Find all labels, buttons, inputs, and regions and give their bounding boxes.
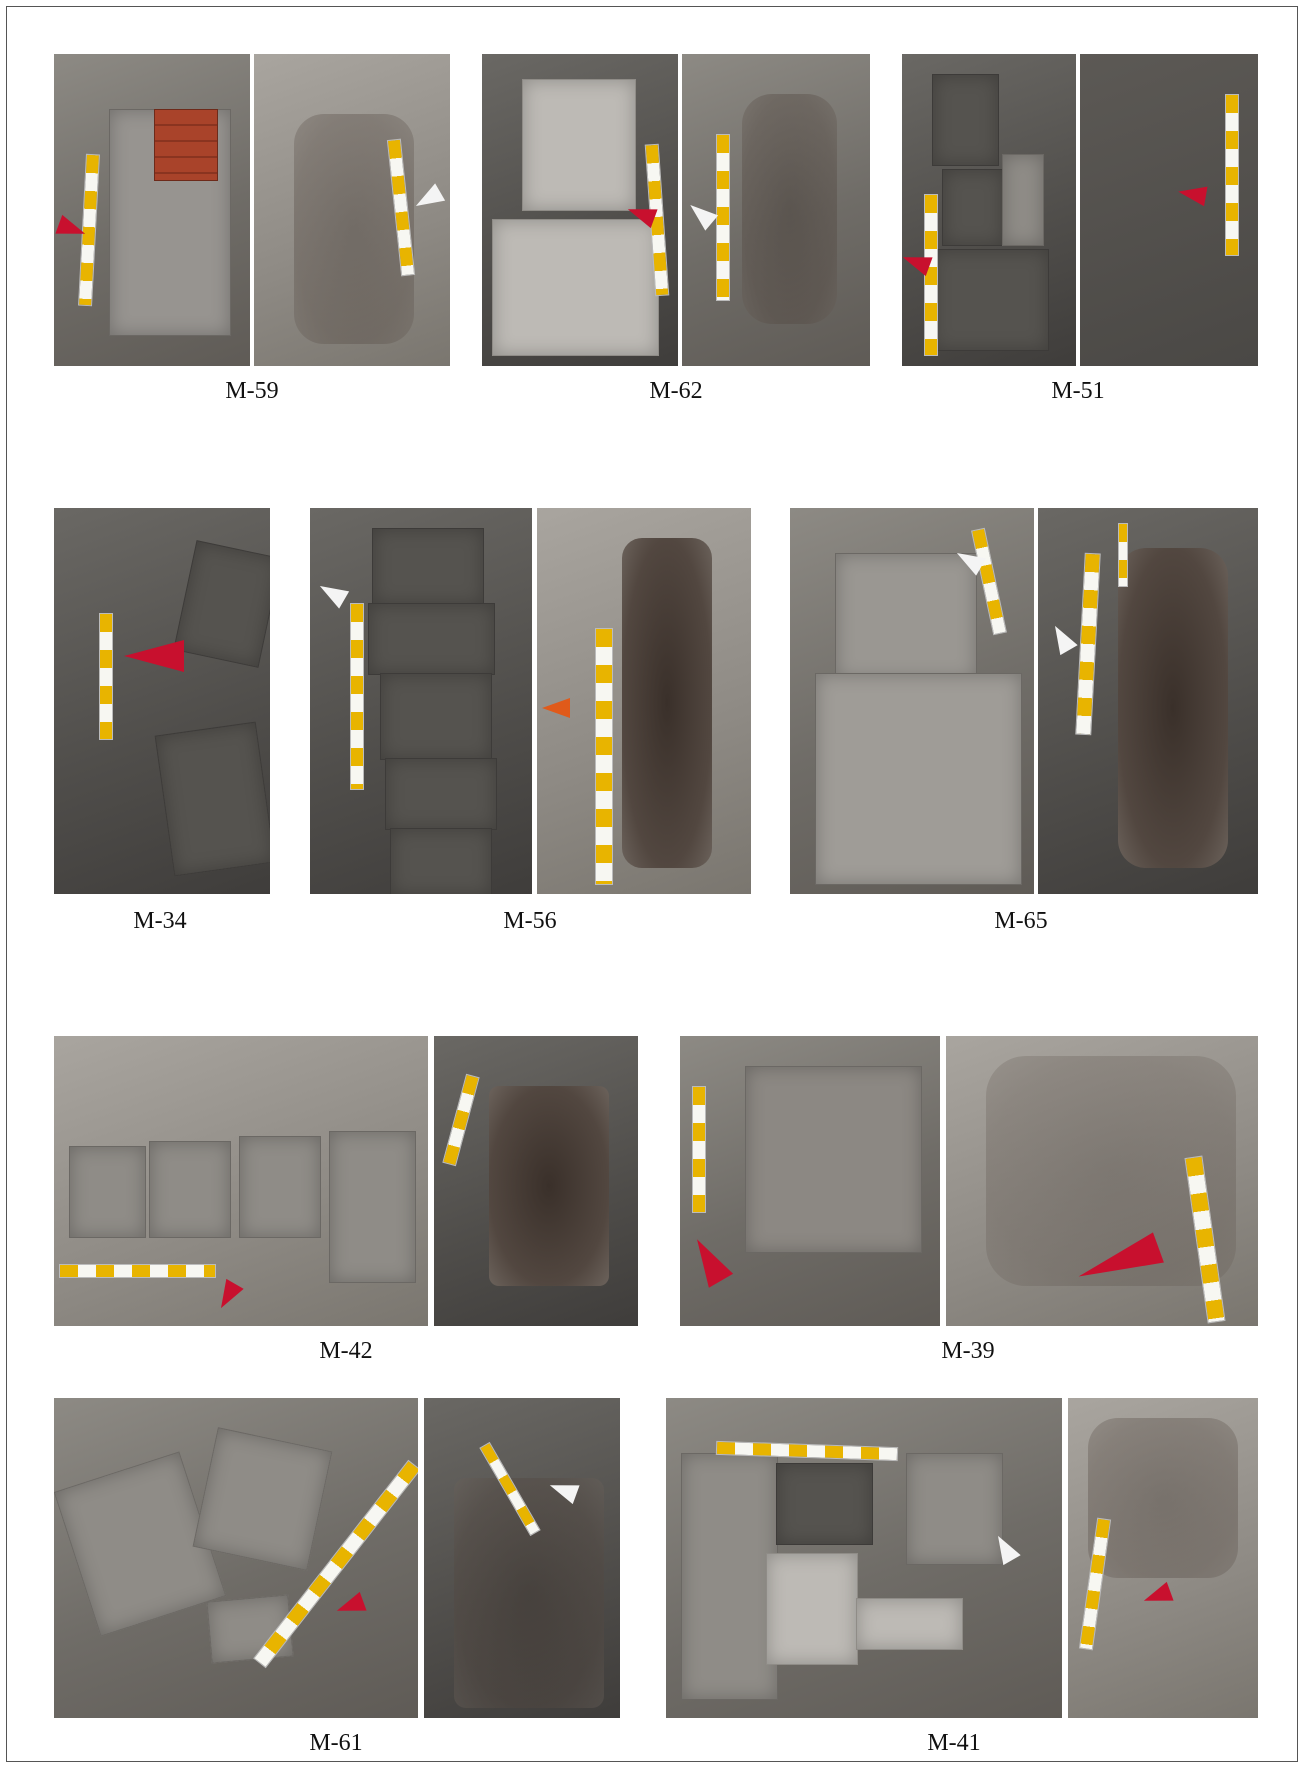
photo-m51-grave (1080, 54, 1258, 366)
cover-slab-2 (149, 1141, 231, 1238)
cover-slab-1 (681, 1453, 778, 1700)
photo-m59-grave (254, 54, 450, 366)
cover-slab-lower (492, 219, 659, 356)
photo-m59-cover (54, 54, 250, 366)
grave-cut (1088, 1418, 1238, 1578)
north-arrow (212, 1278, 244, 1314)
caption-m56: M-56 (503, 908, 557, 934)
cover-slab-3 (766, 1553, 858, 1665)
cover-slab-1 (69, 1146, 146, 1238)
north-arrow (333, 1591, 367, 1621)
photo-m41-grave (1068, 1398, 1258, 1718)
photo-m62-cover (482, 54, 678, 366)
cover-slab-2 (192, 1427, 333, 1571)
photo-m62-grave (682, 54, 870, 366)
cover-slab-upper (835, 553, 977, 680)
cover-slab-4 (932, 249, 1049, 351)
caption-m62: M-62 (649, 378, 703, 404)
photo-m41-cover (666, 1398, 1062, 1718)
cover-slab-5 (390, 828, 492, 894)
north-arrow (1176, 181, 1208, 207)
photo-m34 (54, 508, 270, 894)
scale-bar (59, 1264, 216, 1278)
cover-slab-3 (380, 673, 492, 760)
scale-bar (1075, 552, 1101, 736)
north-arrow (684, 1232, 734, 1288)
north-arrow (542, 698, 570, 718)
caption-m59: M-59 (225, 378, 279, 404)
scale-bar (350, 603, 364, 790)
photo-m51-cover (902, 54, 1076, 366)
photo-m65-cover (790, 508, 1034, 894)
scale-bar (924, 194, 938, 356)
photo-m42-grave (434, 1036, 638, 1326)
north-arrow (1046, 620, 1078, 656)
north-arrow (683, 197, 719, 231)
north-arrow (1140, 1581, 1174, 1611)
north-arrow (410, 183, 446, 215)
cover-slab-4 (385, 758, 497, 830)
scale-bar (595, 628, 613, 885)
photo-m65-grave (1038, 508, 1258, 894)
caption-m39: M-39 (941, 1338, 995, 1364)
scale-bar (716, 134, 730, 301)
photo-m39-cover (680, 1036, 940, 1326)
grave-cut (742, 94, 837, 324)
cover-slab-4 (856, 1598, 963, 1650)
photo-m61-cover (54, 1398, 418, 1718)
cover-slab-5 (906, 1453, 1003, 1565)
caption-m65: M-65 (994, 908, 1048, 934)
scale-bar (692, 1086, 706, 1213)
cover-slab-3 (239, 1136, 321, 1238)
caption-m51: M-51 (1051, 378, 1105, 404)
cover-slab (745, 1066, 922, 1253)
grave-cut (489, 1086, 609, 1286)
cover-slab-upper (522, 79, 636, 211)
tile-fragment (154, 109, 218, 181)
scale-bar (1225, 94, 1239, 256)
cover-slab-1 (372, 528, 484, 605)
caption-m61: M-61 (309, 1730, 363, 1756)
cover-slab-lower (815, 673, 1022, 885)
scale-bar (442, 1073, 480, 1167)
scale-bar (1078, 1517, 1112, 1651)
photo-m42-cover (54, 1036, 428, 1326)
cover-slab-3 (1002, 154, 1044, 246)
grave-cut (1118, 548, 1228, 868)
cover-slab-2 (776, 1463, 873, 1545)
rock-slab (154, 721, 270, 877)
caption-m41: M-41 (927, 1730, 981, 1756)
photo-m39-grave (946, 1036, 1258, 1326)
photo-m56-cover (310, 508, 532, 894)
rock-slab (173, 540, 270, 668)
north-arrow (314, 577, 350, 609)
scale-bar-small (1118, 523, 1128, 587)
cover-slab-1 (932, 74, 999, 166)
cover-slab-2 (942, 169, 1004, 246)
photo-m56-grave (537, 508, 751, 894)
photo-m61-grave (424, 1398, 620, 1718)
north-arrow (124, 640, 184, 672)
caption-m42: M-42 (319, 1338, 373, 1364)
cover-slab-2 (368, 603, 495, 675)
scale-bar (99, 613, 113, 740)
figure-frame (6, 6, 1298, 1762)
caption-m34: M-34 (133, 908, 187, 934)
cover-slab-4 (329, 1131, 416, 1283)
grave-cut (622, 538, 712, 868)
